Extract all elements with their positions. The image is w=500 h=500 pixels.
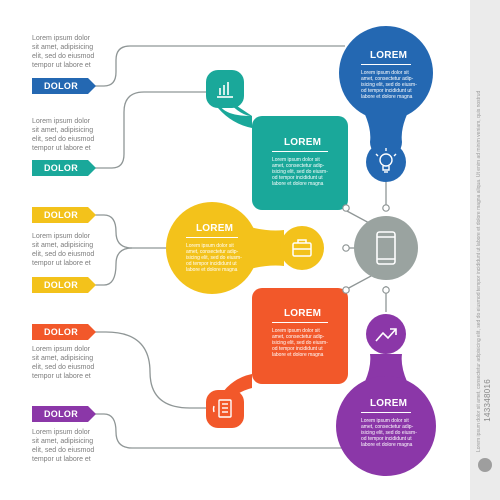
block-text-orange: Lorem ipsum dolor sit amet, consectetur … xyxy=(272,328,328,358)
block-title-orange: LOREM xyxy=(284,308,322,319)
teal-icon-box xyxy=(206,70,244,108)
title-underline xyxy=(272,151,328,152)
title-underline xyxy=(361,412,411,413)
blue-circle xyxy=(339,26,433,120)
block-text-blue: Lorem ipsum dolor sit amet, consectetur … xyxy=(361,70,417,100)
junction-dots xyxy=(342,204,390,294)
hub-circle xyxy=(354,216,418,280)
orange-box xyxy=(252,288,348,384)
connector-line xyxy=(88,331,222,409)
trend-arrow-icon xyxy=(375,328,397,342)
tag-label-teal: DOLOR xyxy=(44,163,78,173)
tag-label-blue: DOLOR xyxy=(44,81,78,91)
tag-shape xyxy=(32,324,96,340)
smartphone-icon xyxy=(376,231,396,265)
blue-icon-circle xyxy=(366,142,406,182)
tag-label-yellow-top: DOLOR xyxy=(44,210,78,220)
connector-line xyxy=(88,413,345,449)
left-text-2: Lorem ipsum dolor sit amet, adipisicing … xyxy=(32,118,95,152)
block-text-yellow: Lorem ipsum dolor sit amet, consectetur … xyxy=(186,243,242,273)
junction-dot xyxy=(342,204,350,212)
orange-icon-box xyxy=(206,390,244,428)
block-text-teal: Lorem ipsum dolor sit amet, consectetur … xyxy=(272,157,328,187)
tag-shape xyxy=(32,160,96,176)
yellow-icon-circle xyxy=(280,226,324,270)
block-title-yellow: LOREM xyxy=(196,223,234,234)
title-underline xyxy=(272,322,328,323)
tag-shape xyxy=(32,277,96,293)
left-text-3: Lorem ipsum dolor sit amet, adipisicing … xyxy=(32,233,95,267)
purple-circle xyxy=(336,376,436,476)
junction-dot xyxy=(342,286,350,294)
tag-label-yellow-bottom: DOLOR xyxy=(44,280,78,290)
side-strip: Lorem ipsum dolor sit amet, consectetur … xyxy=(470,0,500,500)
tag-shape xyxy=(32,78,96,94)
junction-dot xyxy=(382,286,390,294)
yellow-circle xyxy=(166,202,258,294)
tag-shape xyxy=(32,406,96,422)
connector-line xyxy=(88,247,133,286)
tags xyxy=(32,78,96,422)
block-title-purple: LOREM xyxy=(370,398,408,409)
tag-label-orange: DOLOR xyxy=(44,327,78,337)
left-text-4: Lorem ipsum dolor sit amet, adipisicing … xyxy=(32,346,95,380)
connector-line xyxy=(88,91,222,169)
block-title-blue: LOREM xyxy=(370,50,408,61)
purple-icon-circle xyxy=(366,314,406,354)
teal-box xyxy=(252,116,348,210)
connector-line xyxy=(88,214,168,249)
left-text-5: Lorem ipsum dolor sit amet, adipisicing … xyxy=(32,429,95,463)
title-underline xyxy=(361,64,411,65)
tag-label-purple: DOLOR xyxy=(44,409,78,419)
bar-chart-icon xyxy=(217,82,233,98)
briefcase-icon xyxy=(292,239,312,257)
tag-shape xyxy=(32,207,96,223)
yellow-neck xyxy=(246,226,284,270)
stock-id: 143348016 xyxy=(483,379,492,422)
block-text-purple: Lorem ipsum dolor sit amet, consectetur … xyxy=(361,418,417,448)
lightbulb-icon xyxy=(375,148,397,173)
junction-dot xyxy=(342,244,350,252)
connector-line xyxy=(88,45,345,87)
junction-dot xyxy=(382,204,390,212)
blue-drop xyxy=(362,108,410,158)
side-dot xyxy=(478,458,492,472)
title-underline xyxy=(186,237,238,238)
left-text-1: Lorem ipsum dolor sit amet, adipisicing … xyxy=(32,35,95,69)
teal-stem xyxy=(218,100,252,128)
block-title-teal: LOREM xyxy=(284,137,322,148)
document-icon xyxy=(212,399,232,418)
